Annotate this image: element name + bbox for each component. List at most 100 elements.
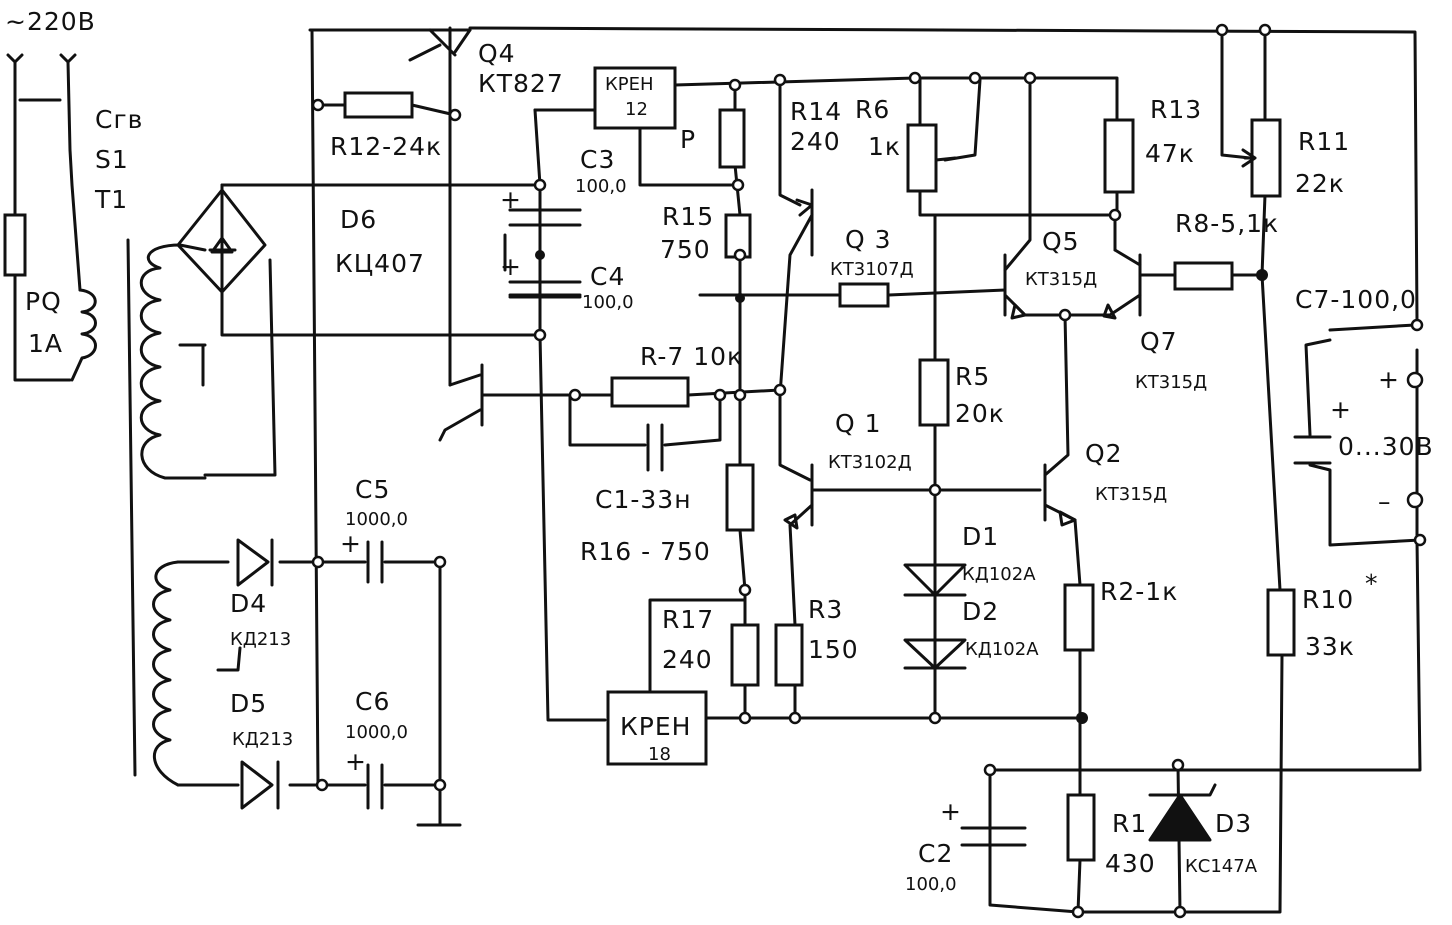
c5-ref: C5: [355, 475, 390, 504]
wires: [6, 26, 1422, 914]
resistor-r3: [774, 623, 804, 687]
q2-ref: Q2: [1085, 439, 1123, 468]
c3-ref: C3: [580, 145, 615, 174]
c6-ref: C6: [355, 687, 390, 716]
c1-label: C1-33н: [595, 485, 692, 514]
transformer-secondary-coil: [139, 243, 207, 480]
d3-part: КС147А: [1185, 856, 1258, 877]
fuse-ref: PQ: [25, 287, 62, 316]
regulator-kren18: [606, 690, 708, 766]
r13-ref: R13: [1150, 95, 1202, 124]
r5-value: 20к: [955, 399, 1005, 428]
r6-wiper: [934, 156, 957, 162]
resistor-r16: [725, 463, 755, 532]
r11-value: 22к: [1295, 169, 1345, 198]
resistor-r13: [1103, 118, 1135, 194]
diode-d1: [903, 563, 967, 597]
kren18-line2: 18: [648, 744, 671, 765]
output-terminal-minus: [1406, 491, 1424, 509]
capacitor-c5: [366, 540, 384, 584]
c5-value: 1000,0: [345, 509, 408, 530]
resistor-r1: [1066, 793, 1096, 862]
resistor-r7: [610, 376, 690, 408]
r2-label: R2-1к: [1100, 577, 1178, 606]
resistor-p: [718, 108, 746, 169]
output-plus-label: +: [1378, 365, 1400, 394]
potentiometer-r6: [906, 123, 938, 193]
c2-plus: +: [940, 797, 962, 826]
resistor-r10: [1266, 588, 1296, 657]
junctions: [311, 23, 1427, 919]
output-minus-label: –: [1378, 487, 1392, 516]
r10-star: *: [1365, 569, 1379, 598]
r7-label: R-7 10к: [640, 342, 743, 371]
r17-value: 240: [662, 645, 713, 674]
c3-value: 100,0: [575, 176, 627, 197]
r1-ref: R1: [1112, 809, 1147, 838]
d4-part: КД213: [230, 629, 291, 650]
capacitor-c4: [508, 280, 582, 299]
c2-value: 100,0: [905, 874, 957, 895]
r11-ref: R11: [1298, 127, 1350, 156]
capacitor-c2: [960, 826, 1027, 847]
q1-part: КТ3102Д: [828, 452, 912, 473]
r8-label: R8-5,1к: [1175, 209, 1279, 238]
c4-plus: +: [500, 252, 522, 281]
q3-part: КТ3107Д: [830, 259, 914, 280]
diode-d5: [240, 760, 280, 810]
r6-ref: R6: [855, 95, 890, 124]
resistor-q3-base: [838, 282, 890, 308]
c2-ref: C2: [918, 839, 953, 868]
r12-label: R12-24к: [330, 132, 442, 161]
capacitor-c6: [366, 763, 384, 810]
r3-value: 150: [808, 635, 859, 664]
transistor-q3: [795, 198, 814, 217]
transistor-q5: [1010, 303, 1027, 320]
r10-value: 33к: [1305, 632, 1355, 661]
d1-ref: D1: [962, 522, 999, 551]
r6-value: 1к: [868, 132, 901, 161]
fuse-body: [3, 213, 27, 277]
d2-part: КД102А: [965, 639, 1039, 660]
capacitor-c1: [646, 423, 664, 472]
transformer-ref: T1: [94, 185, 128, 214]
c6-plus: +: [345, 747, 367, 776]
c7-plus: +: [1330, 395, 1352, 424]
q4-part: КТ827: [478, 69, 564, 98]
labels: ~220В Сгв S1 T1 PQ 1A D6 КЦ407 Q4 КТ827 …: [5, 7, 1433, 895]
q7-ref: Q7: [1140, 327, 1178, 356]
r14-value: 240: [790, 127, 841, 156]
r15-ref: R15: [662, 202, 714, 231]
kren12-line2: 12: [625, 99, 648, 120]
resistor-r12: [343, 91, 414, 119]
d5-ref: D5: [230, 689, 267, 718]
q7-part: КТ315Д: [1135, 372, 1207, 393]
r14-ref: R14: [790, 97, 842, 126]
resistor-r5: [918, 358, 950, 427]
r16-label: R16 - 750: [580, 537, 711, 566]
d1-part: КД102А: [962, 564, 1036, 585]
q1-ref: Q 1: [835, 409, 882, 438]
output-terminal-plus: [1406, 371, 1424, 389]
r3-ref: R3: [808, 595, 843, 624]
p-label: P: [680, 125, 696, 154]
r10-ref: R10: [1302, 585, 1354, 614]
d4-ref: D4: [230, 589, 267, 618]
c7-label: C7-100,0: [1295, 285, 1417, 314]
resistor-r8: [1173, 261, 1234, 291]
r15-value: 750: [660, 235, 711, 264]
q5-part: КТ315Д: [1025, 269, 1097, 290]
d3-ref: D3: [1215, 809, 1252, 838]
kren18-line1: КРЕН: [620, 712, 691, 741]
transistor-q7: [1102, 303, 1117, 320]
q4-ref: Q4: [478, 39, 516, 68]
d5-part: КД213: [232, 729, 293, 750]
d6-ref: D6: [340, 205, 377, 234]
c5-plus: +: [340, 529, 362, 558]
diode-d2: [903, 638, 967, 670]
bridge-rectifier-d6: [176, 188, 267, 294]
r17-ref: R17: [662, 605, 714, 634]
switch-label: Сгв: [95, 105, 143, 134]
transformer-primary-coil: [70, 288, 97, 382]
